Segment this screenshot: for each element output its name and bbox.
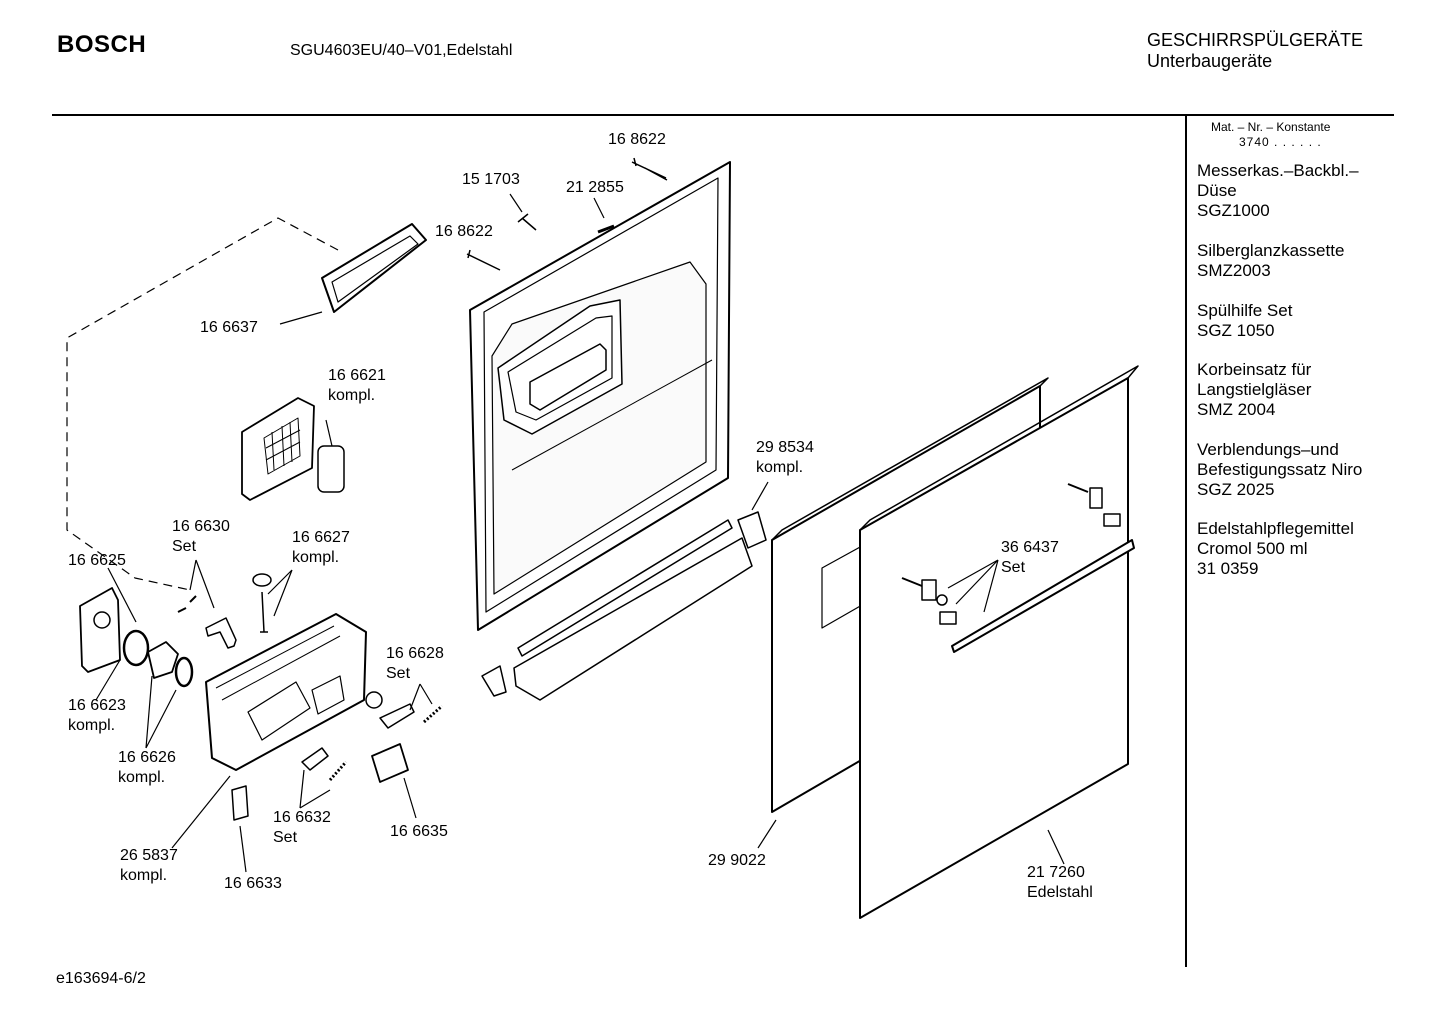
accessory-line: Verblendungs–und [1197,440,1339,459]
cap-part [147,641,179,679]
accessory-item: Silberglanzkassette SMZ2003 [1197,241,1344,281]
o-ring-part [174,656,194,688]
part-label: 16 8622 [608,131,666,148]
gasket-frame-part [321,223,427,313]
accessory-line: Edelstahlpflegemittel [1197,519,1354,538]
block-part [1103,513,1121,527]
part-label: 16 6625 [68,552,126,569]
spring-part [177,595,197,613]
accessory-line: SGZ1000 [1197,201,1270,220]
document-code: e163694-6/2 [56,970,146,987]
screw-part [901,577,923,587]
sidebar-divider [1185,115,1187,967]
part-label: 15 1703 [462,171,520,188]
brand-logo: BOSCH [57,31,147,58]
part-label: 16 6637 [200,319,258,336]
category-subtitle: Unterbaugeräte [1147,51,1273,71]
part-label: 29 9022 [708,852,766,869]
accessory-line: Korbeinsatz für [1197,360,1312,379]
dispenser-housing-part [205,613,367,771]
inner-door-part [469,161,731,631]
part-label: 16 8622 [435,223,493,240]
switch-part [371,743,409,783]
part-label: 16 6633 [224,875,282,892]
accessory-item: Edelstahlpflegemittel Cromol 500 ml 31 0… [1197,519,1354,579]
accessory-line: Düse [1197,181,1237,200]
material-number-title: Mat. – Nr. – Konstante [1211,120,1331,134]
part-label: 16 6635 [390,823,448,840]
accessory-item: Verblendungs–und Befestigungssatz Niro S… [1197,440,1362,500]
accessory-line: 31 0359 [1197,559,1259,578]
dispenser-cover-part [79,587,121,673]
seal-strip-parts [481,511,767,701]
seal-ring-part [122,629,150,667]
spring-small-part [423,704,443,724]
lever-small-part [379,703,415,729]
header-divider [52,114,1394,116]
screw-parts [466,157,668,271]
accessory-line: Messerkas.–Backbl.– [1197,161,1359,180]
accessory-item: Messerkas.–Backbl.– Düse SGZ1000 [1197,161,1359,221]
accessory-line: Spülhilfe Set [1197,301,1293,320]
bracket-part [1089,487,1103,509]
spring-small-part [328,761,348,781]
bracket-part [921,579,937,601]
accessory-line: Befestigungssatz Niro [1197,460,1363,479]
accessory-line: Cromol 500 ml [1197,539,1308,558]
category-title: GESCHIRRSPÜLGERÄTE [1147,30,1364,50]
accessory-line: SMZ2003 [1197,261,1271,280]
clip-part [231,785,249,821]
accessory-item: Spülhilfe Set SGZ 1050 [1197,301,1292,341]
model-number: SGU4603EU/40–V01,Edelstahl [290,42,513,59]
ball-part [365,691,383,709]
accessory-line: SGZ 1050 [1197,321,1275,340]
accessory-item: Korbeinsatz für Langstielgläser SMZ 2004 [1197,360,1311,420]
dashed-relation-line [66,217,339,591]
dispenser-grid-part [241,397,345,501]
accessory-line: Langstielgläser [1197,380,1312,399]
part-label: 21 2855 [566,179,624,196]
float-rod-part [252,573,272,633]
washer-part [936,594,948,606]
material-number-code: 3740 . . . . . . [1239,135,1322,149]
leader-lines [95,193,1065,873]
bracket-part [301,747,329,771]
lever-part [205,617,237,649]
screw-part [1067,483,1089,493]
stainless-panel-part [859,365,1139,919]
accessory-line: Silberglanzkassette [1197,241,1345,260]
accessory-line: SMZ 2004 [1197,400,1276,419]
accessory-line: SGZ 2025 [1197,480,1275,499]
block-part [939,611,957,625]
